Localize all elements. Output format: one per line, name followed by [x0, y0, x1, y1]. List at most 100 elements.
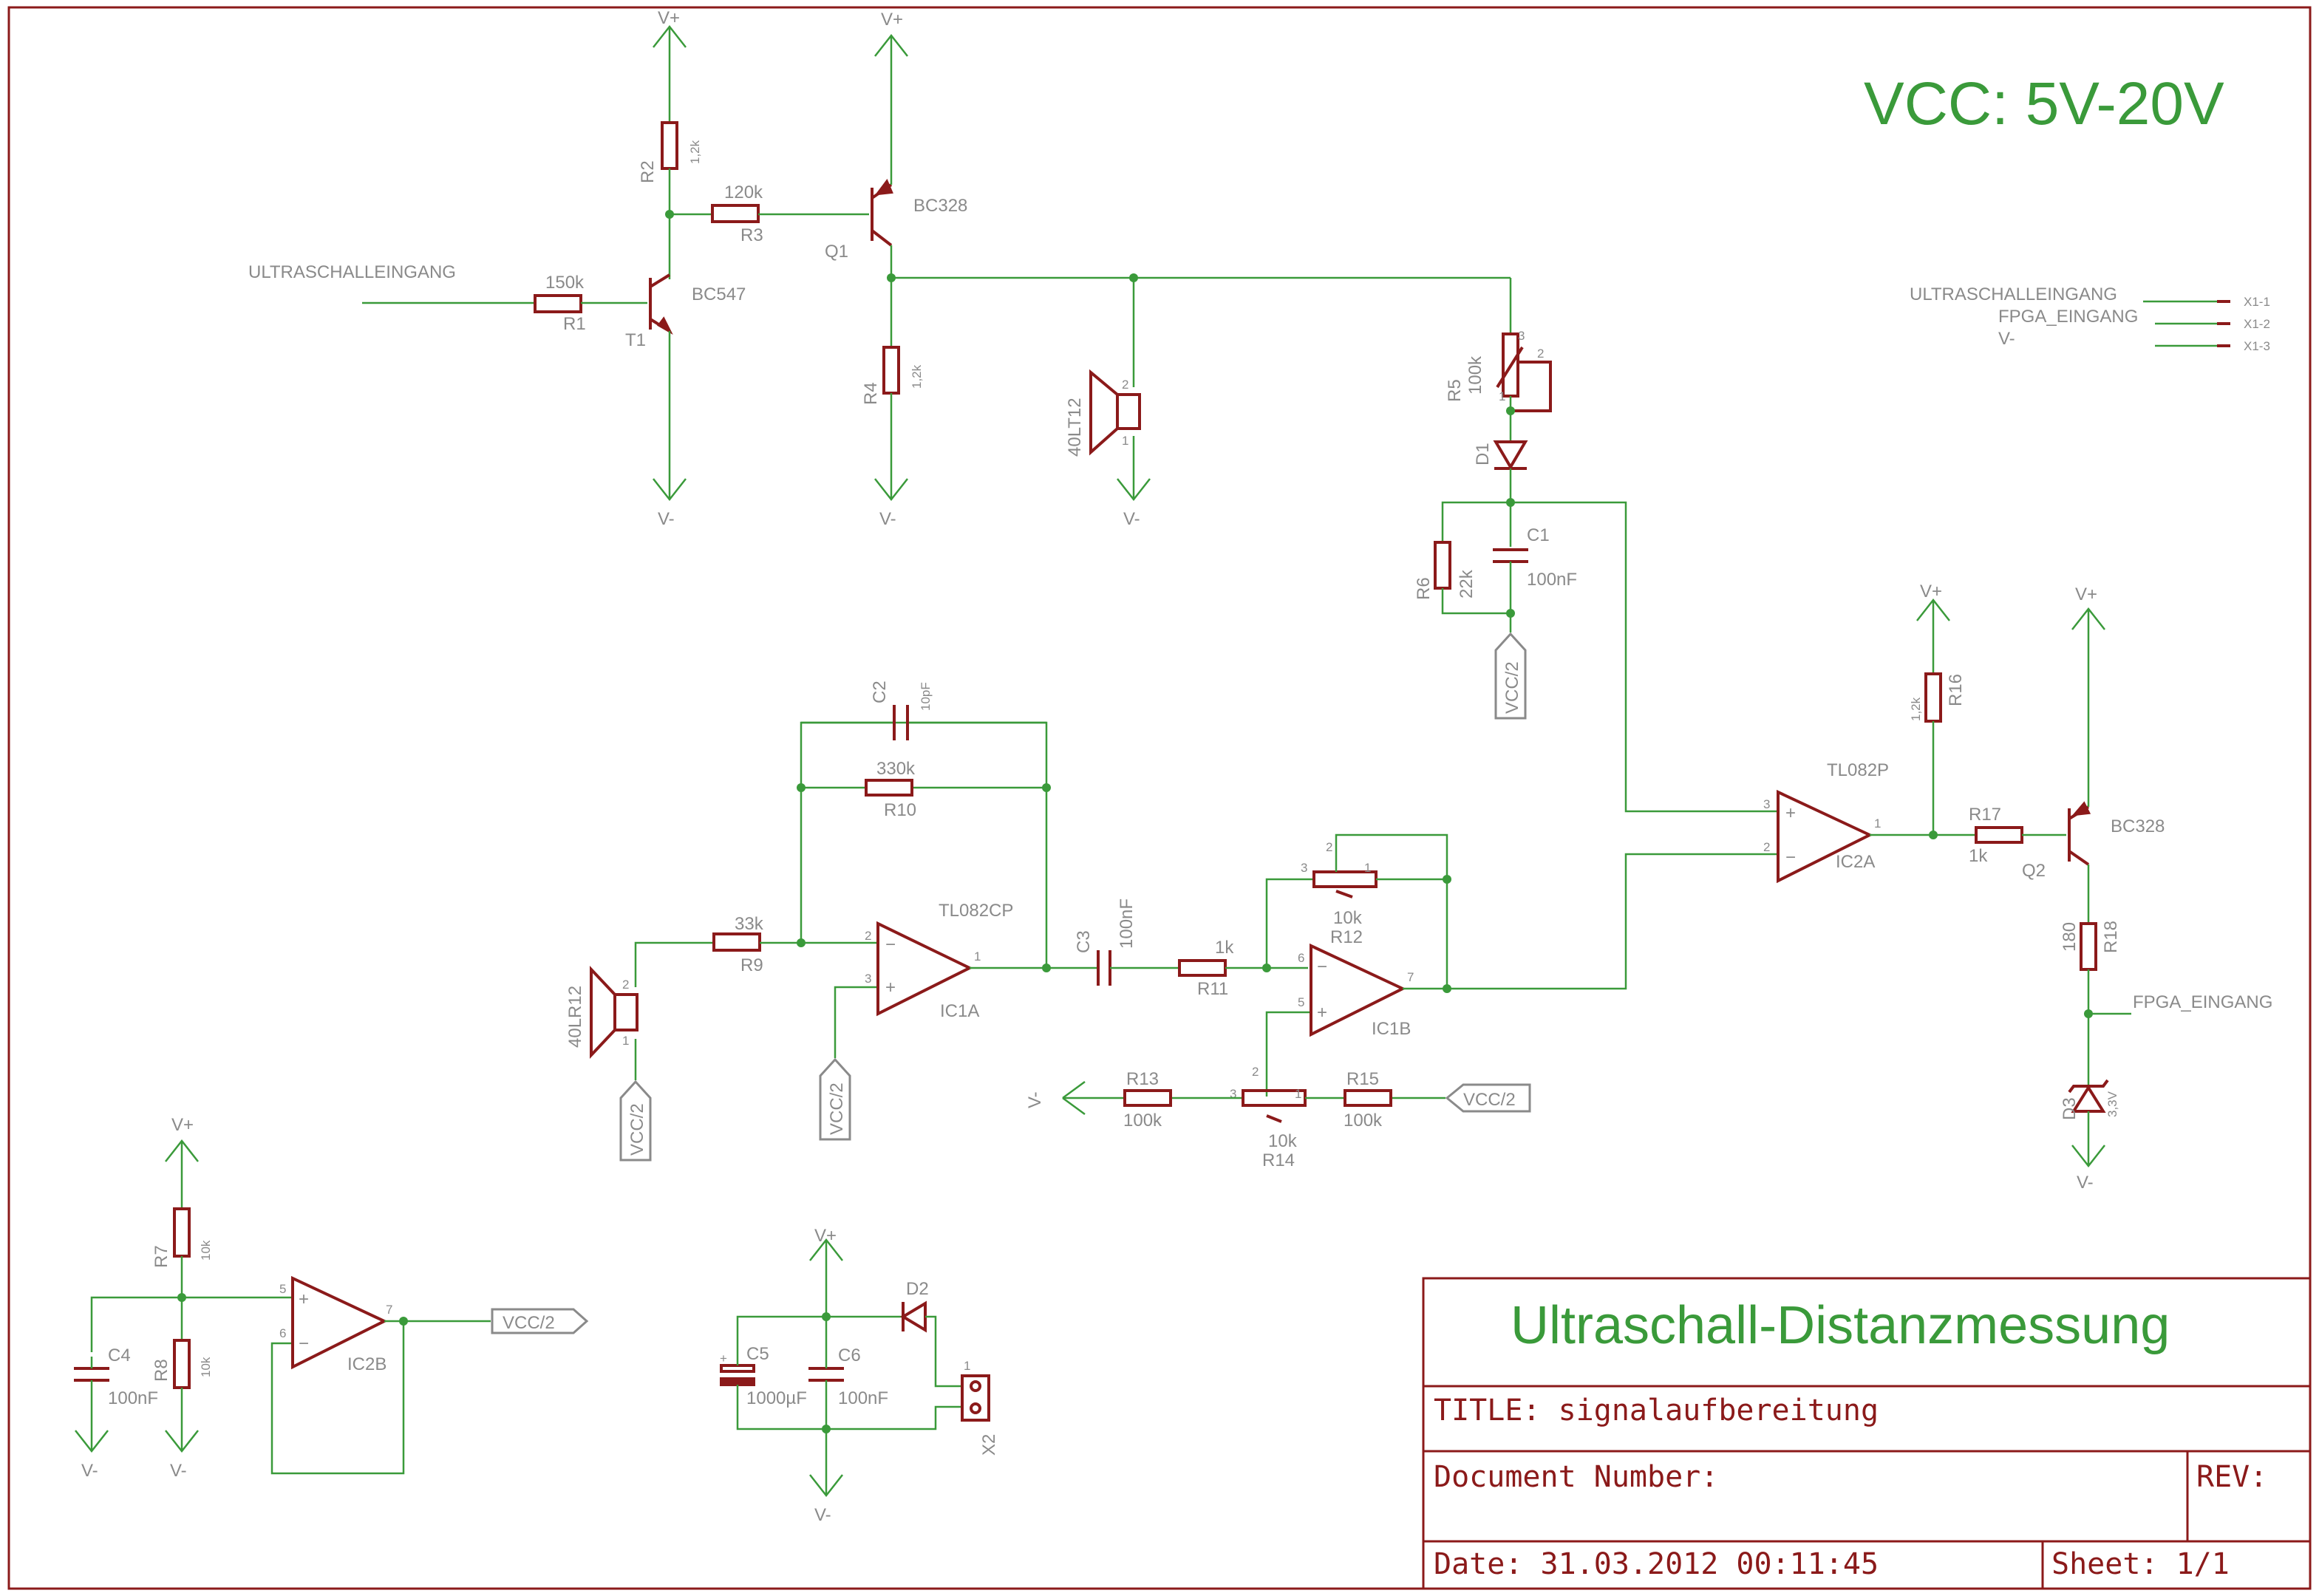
capacitor-c6[interactable]: C6 100nF: [808, 1346, 888, 1408]
svg-text:100k: 100k: [1123, 1111, 1162, 1130]
opamp-ic1b[interactable]: − + 6 5 7 IC1B: [1298, 943, 1414, 1039]
vcc-half-symbol-r15: VCC/2: [1445, 1083, 1531, 1113]
svg-text:1000µF: 1000µF: [746, 1388, 807, 1408]
svg-text:100nF: 100nF: [838, 1388, 888, 1408]
resistor-r11[interactable]: 1k R11: [1178, 938, 1234, 999]
opamp-ic2b[interactable]: + − 5 6 7 IC2B: [279, 1275, 392, 1374]
transistor-t1[interactable]: BC547 T1: [625, 273, 746, 350]
svg-text:40LR12: 40LR12: [565, 986, 585, 1048]
svg-text:2: 2: [865, 929, 871, 943]
svg-text:100nF: 100nF: [1117, 898, 1137, 949]
resistor-r15[interactable]: R15 100k: [1344, 1069, 1392, 1130]
svg-text:120k: 120k: [724, 183, 763, 202]
capacitor-c1[interactable]: C1 100nF: [1493, 525, 1577, 590]
speaker-receiver[interactable]: 2 1 40LR12: [565, 965, 639, 1060]
svg-text:+: +: [885, 978, 896, 998]
svg-text:R3: R3: [740, 225, 763, 245]
resistor-r18[interactable]: 180 R18: [2060, 921, 2121, 971]
svg-text:Q1: Q1: [825, 242, 848, 262]
vplus-symbol-q1: V+: [874, 10, 908, 185]
capacitor-c2[interactable]: C2 10pF: [801, 681, 1046, 740]
diode-d1[interactable]: D1: [1473, 440, 1528, 470]
svg-text:−: −: [885, 935, 896, 955]
sheet-frame: [7, 6, 2312, 1590]
svg-text:D1: D1: [1473, 443, 1493, 466]
svg-text:R17: R17: [1969, 805, 2001, 825]
speaker-transmitter[interactable]: 2 1 40LT12: [1065, 278, 1141, 457]
svg-text:VCC/2: VCC/2: [1502, 661, 1522, 714]
svg-text:R8: R8: [151, 1359, 171, 1382]
opamp-ic1a[interactable]: − + 2 3 1 TL082CP IC1A: [865, 901, 1013, 1021]
svg-text:3: 3: [1230, 1087, 1236, 1101]
sheet-field: Sheet: 1/1: [2051, 1547, 2230, 1581]
resistor-r6[interactable]: R6 22k: [1414, 541, 1477, 600]
svg-text:1: 1: [964, 1359, 970, 1373]
svg-text:1: 1: [622, 1034, 629, 1048]
transistor-q1[interactable]: BC328 Q1: [825, 179, 967, 262]
svg-text:1: 1: [974, 949, 981, 964]
vminus-symbol-r8: V-: [165, 1388, 199, 1481]
svg-text:C6: C6: [838, 1346, 861, 1365]
svg-text:2: 2: [1122, 378, 1128, 392]
svg-text:V-: V-: [1025, 1091, 1045, 1108]
resistor-r9[interactable]: 33k R9: [712, 914, 764, 975]
svg-text:V+: V+: [2075, 584, 2097, 604]
trimmer-r12[interactable]: 3 2 1 10k R12: [1301, 840, 1378, 947]
svg-text:−: −: [1317, 957, 1327, 977]
capacitor-c5[interactable]: + C5 1000µF: [720, 1344, 807, 1408]
connector-x2[interactable]: 1 X2: [961, 1359, 999, 1456]
resistor-r8[interactable]: R8 10k: [151, 1339, 213, 1389]
vcc-half-symbol-ic2b: VCC/2: [491, 1308, 589, 1334]
resistor-r17[interactable]: R17 1k: [1969, 805, 2023, 866]
svg-text:FPGA_EINGANG: FPGA_EINGANG: [1998, 307, 2138, 327]
vminus-symbol-tx: V-: [1117, 436, 1151, 529]
vminus-symbol-r4: V-: [874, 393, 908, 529]
svg-text:V+: V+: [1920, 582, 1942, 601]
svg-text:R7: R7: [151, 1245, 171, 1268]
svg-text:40LT12: 40LT12: [1065, 398, 1085, 457]
resistor-r16[interactable]: 1,2k R16: [1909, 672, 1966, 723]
resistor-r3[interactable]: 120k R3: [711, 183, 763, 245]
diode-d2[interactable]: D2: [900, 1279, 929, 1333]
capacitor-c3[interactable]: C3 100nF: [1074, 898, 1137, 986]
svg-text:VCC/2: VCC/2: [1463, 1090, 1516, 1110]
svg-text:330k: 330k: [876, 759, 916, 779]
svg-text:5: 5: [279, 1282, 286, 1296]
resistor-r10[interactable]: 330k R10: [865, 759, 916, 820]
svg-text:1: 1: [1122, 434, 1128, 448]
svg-text:+: +: [720, 1351, 727, 1365]
svg-text:C2: C2: [870, 681, 890, 703]
svg-text:10k: 10k: [199, 1357, 213, 1377]
svg-text:V-: V-: [1998, 329, 2015, 349]
capacitor-c4[interactable]: C4 100nF: [74, 1346, 158, 1408]
transistor-q2[interactable]: BC328 Q2: [2022, 801, 2165, 881]
svg-text:C1: C1: [1527, 525, 1550, 545]
svg-text:R15: R15: [1346, 1069, 1379, 1089]
svg-text:1k: 1k: [1215, 938, 1234, 958]
trimmer-r14[interactable]: 3 2 1 10k R14: [1230, 1065, 1307, 1170]
opamp-ic2a[interactable]: + − 3 2 1 TL082P IC2A: [1763, 760, 1889, 884]
resistor-r4[interactable]: R4 1,2k: [861, 346, 924, 405]
connector-x1[interactable]: ULTRASCHALLEINGANG FPGA_EINGANG V- X1-1 …: [1910, 284, 2270, 353]
zener-d3[interactable]: D3 3,3V: [2060, 1079, 2119, 1120]
svg-text:100nF: 100nF: [1527, 570, 1577, 590]
supply-note: VCC: 5V-20V: [1864, 70, 2224, 137]
svg-text:2: 2: [622, 978, 629, 992]
svg-text:BC547: BC547: [692, 284, 746, 304]
svg-text:+: +: [299, 1289, 309, 1309]
svg-text:100k: 100k: [1465, 355, 1485, 395]
svg-text:Q2: Q2: [2022, 861, 2046, 881]
resistor-r1[interactable]: 150k R1: [534, 273, 586, 334]
svg-text:1,2k: 1,2k: [910, 364, 924, 389]
resistor-r13[interactable]: R13 100k: [1123, 1069, 1172, 1130]
svg-text:2: 2: [1537, 347, 1544, 361]
vminus-symbol-r13: V-: [1025, 1080, 1086, 1116]
project-title: Ultraschall-Distanzmessung: [1511, 1296, 2170, 1355]
svg-text:TL082CP: TL082CP: [939, 901, 1013, 921]
svg-text:V+: V+: [171, 1115, 194, 1135]
svg-text:V-: V-: [879, 509, 896, 529]
svg-text:C5: C5: [746, 1344, 769, 1364]
svg-text:V-: V-: [2077, 1173, 2094, 1193]
trimmer-r5[interactable]: 3 2 1 R5 100k: [1445, 329, 1552, 412]
